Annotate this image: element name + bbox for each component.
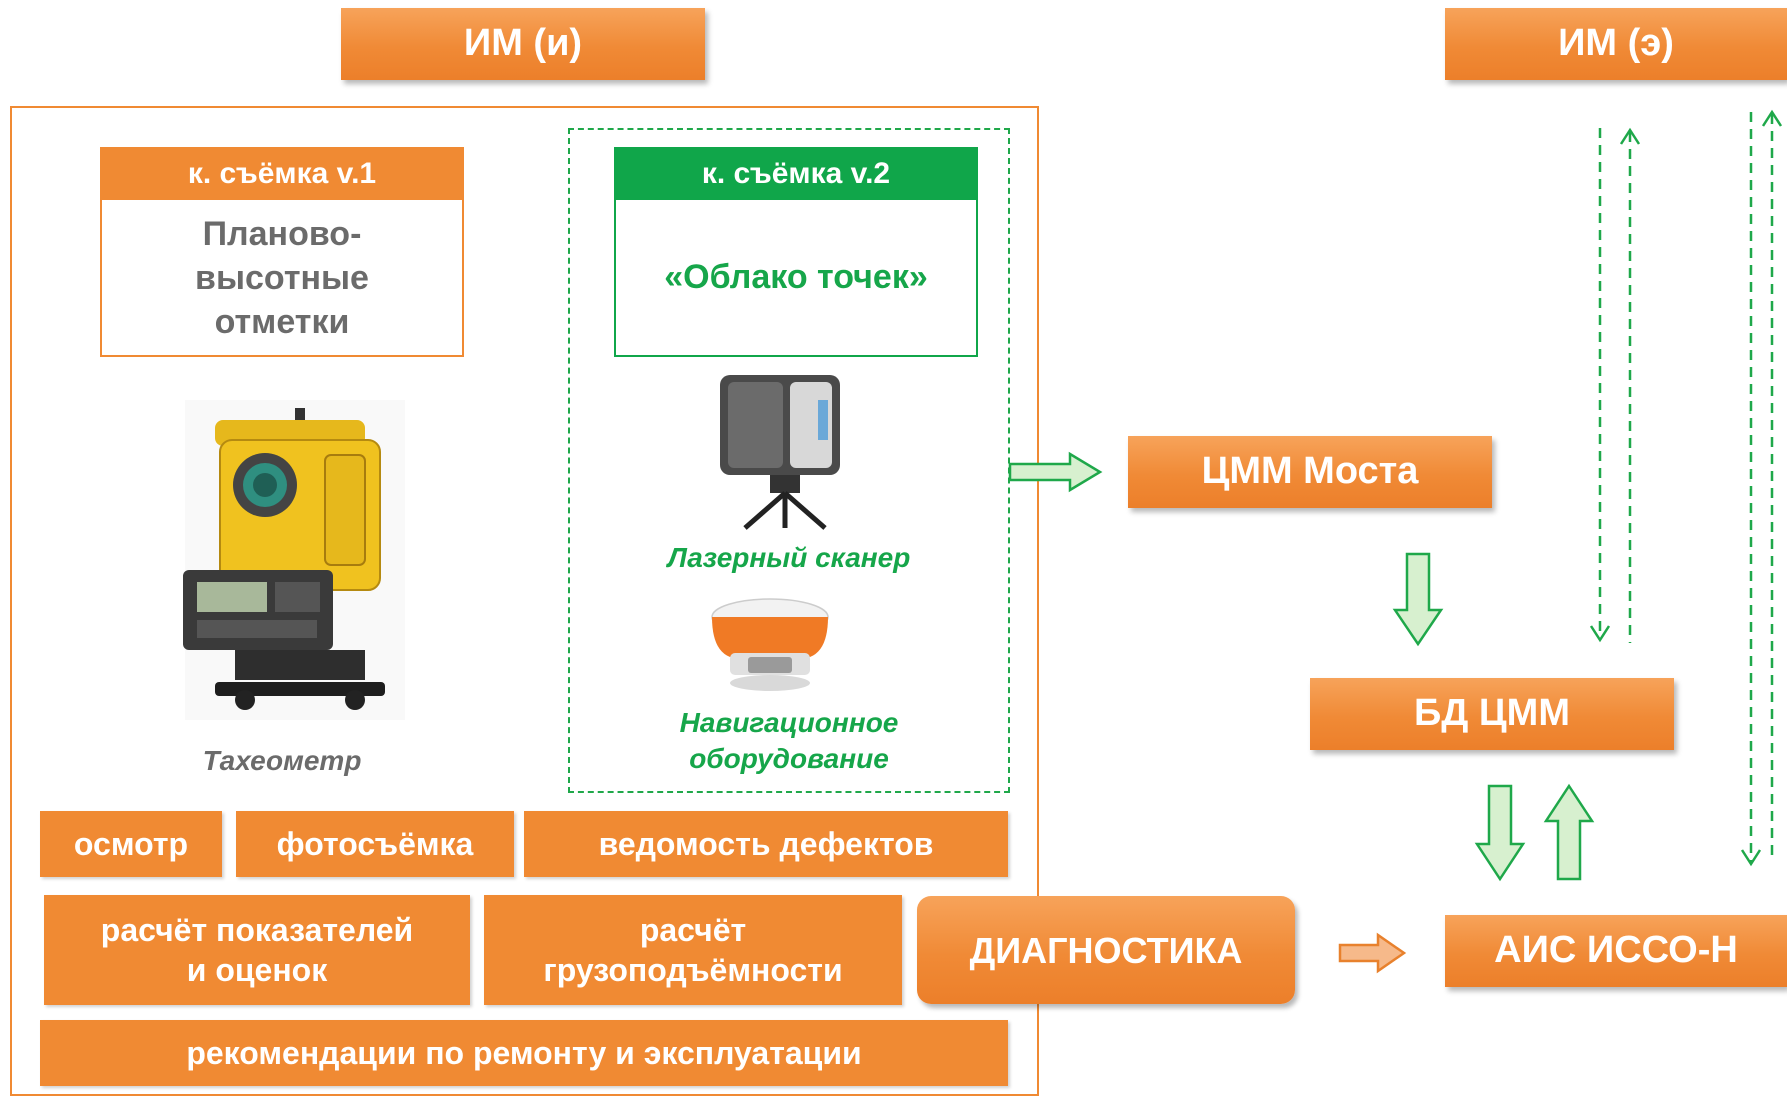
cmm-bridge-box: ЦММ Моста: [1128, 436, 1492, 508]
recommendations-box: рекомендации по ремонту и эксплуатации: [40, 1020, 1008, 1086]
im-e-header: ИМ (э): [1445, 8, 1787, 80]
recommendations-label: рекомендации по ремонту и эксплуатации: [186, 1035, 862, 1071]
survey-v1-title: к. съёмка v.1: [100, 147, 464, 200]
defects-box: ведомость дефектов: [524, 811, 1008, 877]
dashed-arrow-ais-down: [1740, 112, 1762, 867]
capacity-line1: расчёт: [639, 912, 747, 948]
laser-scanner-caption: Лазерный сканер: [667, 542, 911, 573]
survey-v2-title: к. съёмка v.2: [614, 147, 978, 200]
db-cmm-label: БД ЦММ: [1413, 692, 1570, 735]
calc-box: расчёт показателей и оценок: [44, 895, 470, 1005]
calc-line1: расчёт показателей: [100, 912, 414, 948]
arrow-right-to-cmm: [1008, 451, 1103, 493]
survey-v1-line2: высотные: [195, 259, 369, 297]
cmm-bridge-label: ЦММ Моста: [1201, 450, 1419, 493]
survey-v1-title-text: к. съёмка v.1: [187, 156, 377, 190]
photo-box: фотосъёмка: [236, 811, 514, 877]
survey-v2-title-text: к. съёмка v.2: [701, 156, 891, 190]
arrow-up-to-db: [1543, 783, 1595, 881]
survey-v1-line1: Планово-: [202, 215, 362, 253]
diagnostics-box: ДИАГНОСТИКА: [917, 896, 1295, 1004]
ais-label: АИС ИССО-Н: [1494, 929, 1738, 972]
total-station-caption: Тахеометр: [202, 745, 362, 776]
im-e-label: ИМ (э): [1558, 22, 1674, 65]
db-cmm-box: БД ЦММ: [1310, 678, 1674, 750]
arrow-diagnostics-to-ais: [1338, 932, 1407, 974]
diagnostics-label: ДИАГНОСТИКА: [969, 929, 1243, 971]
survey-v1-line3: отметки: [214, 303, 350, 341]
capacity-box: расчёт грузоподъёмности: [484, 895, 902, 1005]
im-i-label: ИМ (и): [463, 22, 583, 65]
nav-caption-line2: оборудование: [689, 743, 889, 775]
point-cloud-label: «Облако точек»: [664, 258, 928, 296]
dashed-arrow-db-down: [1589, 128, 1611, 643]
arrow-down-to-db: [1392, 552, 1444, 647]
nav-equipment-caption: Навигационное оборудование: [568, 705, 1010, 778]
inspection-box: осмотр: [40, 811, 222, 877]
dashed-arrow-db-up: [1619, 127, 1641, 643]
dashed-arrow-ais-up: [1761, 109, 1783, 858]
arrow-down-to-ais: [1474, 784, 1526, 882]
total-station-image: [183, 400, 405, 720]
survey-v1-body: Планово- высотные отметки: [100, 212, 464, 344]
photo-label: фотосъёмка: [276, 826, 474, 862]
defects-label: ведомость дефектов: [598, 826, 934, 862]
gnss-receiver-image: [711, 598, 829, 691]
ais-box: АИС ИССО-Н: [1445, 915, 1787, 987]
nav-caption-line1: Навигационное: [679, 707, 899, 738]
capacity-line2: грузоподъёмности: [543, 952, 843, 988]
laser-scanner-image: [720, 375, 840, 530]
inspection-label: осмотр: [73, 826, 189, 862]
survey-v2-frame: [568, 128, 1010, 793]
im-i-header: ИМ (и): [341, 8, 705, 80]
calc-line2: и оценок: [186, 952, 328, 988]
